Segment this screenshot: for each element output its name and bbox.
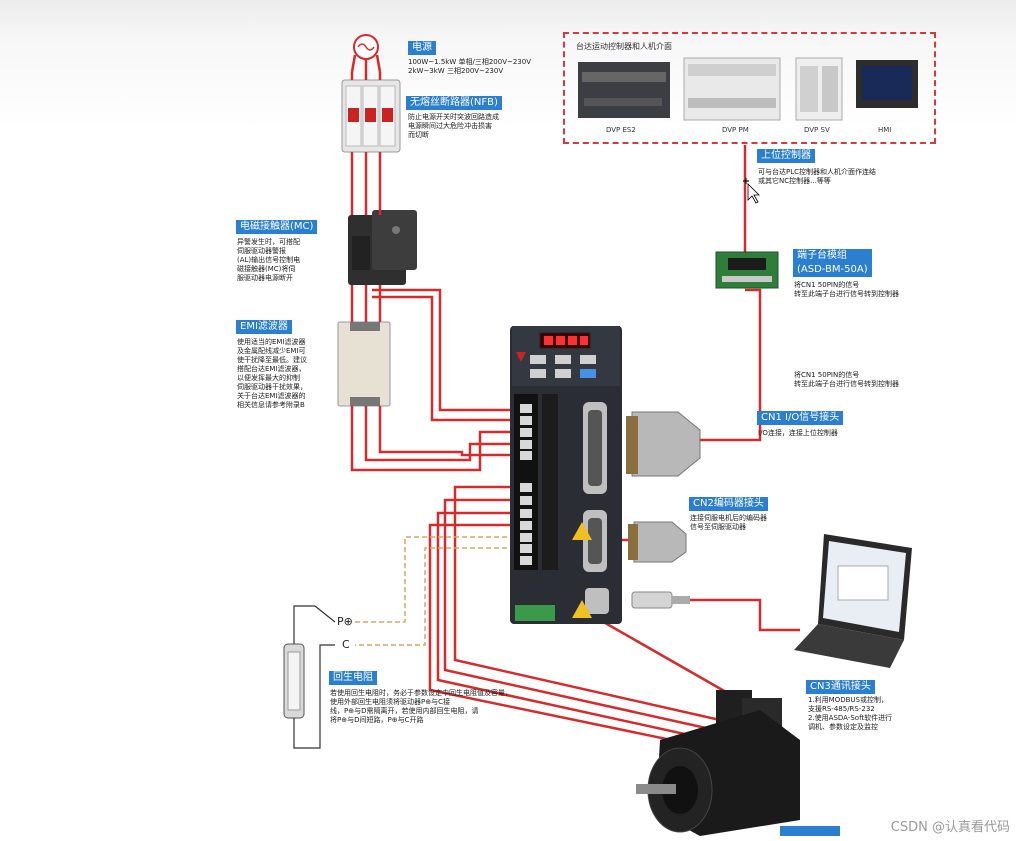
cn3-usb-connector-icon <box>631 591 690 609</box>
mouse-cursor-icon <box>743 178 760 204</box>
magnetic-contactor-icon <box>348 210 417 285</box>
emi-filter-icon <box>337 321 391 407</box>
circuit-breaker-icon <box>341 79 401 153</box>
device-label-hmi: HMI <box>878 126 892 134</box>
regen-resistor-note: 若使用回生电阻时，务必于参数设定中回生电阻值及容量， 使用外部回生电阻须将驱动器… <box>330 689 512 724</box>
mc-tag: 电磁接触器(MC) <box>236 220 318 234</box>
upper-controller-note: 可与台达PLC控制器和人机介面作连结 或其它NC控制器...等等 <box>758 168 877 185</box>
terminal-board-icon <box>715 251 779 289</box>
cn1-pin-note: 将CN1 50PIN的信号 转至此端子台进行信号转到控制器 <box>794 371 899 388</box>
upper-controller-tag: 上位控制器 <box>757 149 815 163</box>
cropped-tag <box>780 826 840 836</box>
ac-power-source-icon <box>350 34 382 73</box>
nfb-tag: 无熔丝断路器(NFB) <box>406 96 502 110</box>
nfb-note: 防止电源开关时突波回路造成 电源瞬间过大危险冲击损害 而切断 <box>408 113 499 139</box>
servo-motor-icon <box>636 690 800 836</box>
laptop-icon <box>794 534 912 668</box>
terminal-c-label: C <box>342 638 350 651</box>
mc-note: 异警发生时，可搭配 伺服驱动器警报 (AL)输出信号控制电 磁接触器(MC)将伺… <box>237 238 301 282</box>
device-label-dvp-es2: DVP ES2 <box>606 126 636 134</box>
cn1-note: I/O连接，连接上位控制器 <box>758 429 838 437</box>
terminal-board-tag: 端子台模组 (ASD-BM-50A) <box>793 249 872 277</box>
terminal-p-label: P⊕ <box>337 615 353 628</box>
regen-resistor-tag: 回生电阻 <box>329 671 377 685</box>
power-note: 100W~1.5kW 单相/三相200V~230V 2kW~3kW 三相200V… <box>408 58 532 75</box>
cn3-note: 1.利用MODBUS或控制， 支援RS-485/RS-232 2.使用ASDA-… <box>808 696 893 731</box>
cn2-tag: CN2编码器接头 <box>689 497 768 511</box>
device-label-dvp-pm: DVP PM <box>722 126 749 134</box>
device-label-dvp-sv: DVP SV <box>804 126 830 134</box>
cn3-tag: CN3通讯接头 <box>806 680 875 694</box>
plc-devices-icon <box>578 57 918 121</box>
power-tag: 电源 <box>408 41 436 55</box>
cn1-tag: CN1 I/O信号接头 <box>757 411 844 425</box>
cn1-connector-icon <box>626 411 701 477</box>
watermark: CSDN @认真看代码 <box>890 820 1010 835</box>
plc-hmi-group-frame <box>563 32 936 144</box>
servo-drive-icon <box>510 326 622 624</box>
plc-group-title: 台达运动控制器和人机介面 <box>576 42 672 51</box>
emi-note: 使用适当的EMI滤波器 及金属配线减少EMI可 使干扰降至最低。建议 搭配台达E… <box>237 338 307 409</box>
emi-tag: EMI滤波器 <box>236 320 292 334</box>
regenerative-resistor-icon <box>283 605 336 749</box>
cn2-note: 连接伺服电机后的编码器 信号至伺服驱动器 <box>690 514 767 531</box>
terminal-board-note: 将CN1 50PIN的信号 转至此端子台进行信号转到控制器 <box>794 281 899 298</box>
cn2-connector-icon <box>628 521 687 563</box>
